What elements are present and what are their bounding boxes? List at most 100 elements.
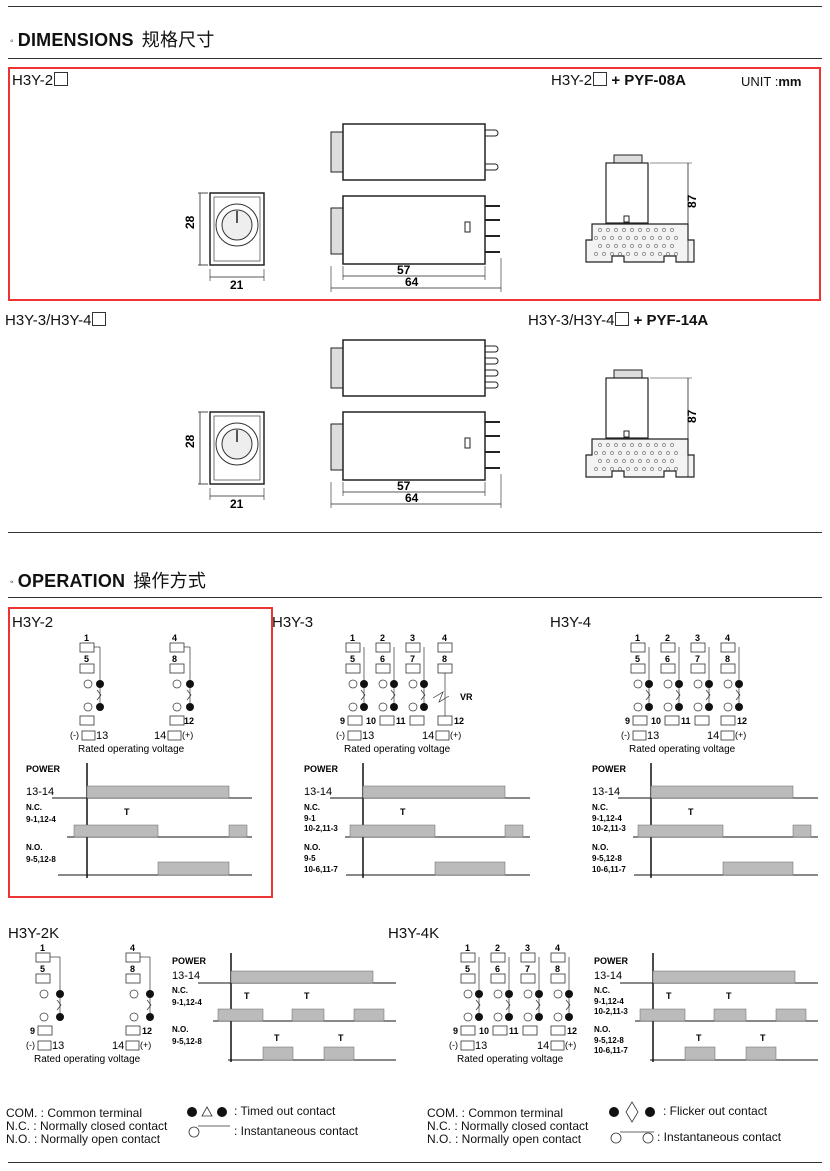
h3y2k-nc: N.C. bbox=[172, 986, 188, 995]
h3y2-nc: N.C. bbox=[26, 803, 42, 812]
dimensions-title: DIMENSIONS bbox=[17, 30, 134, 50]
side-view-drawing-top: 57 64 bbox=[330, 123, 502, 292]
front-view-drawing-top: 28 21 bbox=[183, 192, 265, 290]
svg-text:7: 7 bbox=[695, 654, 700, 664]
legend-instant: : Instantaneous contact bbox=[234, 1124, 359, 1138]
svg-text:8: 8 bbox=[555, 964, 560, 974]
h3y2-1314: 13-14 bbox=[26, 786, 54, 798]
legend-no-2: N.O. : Normally open contact bbox=[427, 1132, 582, 1146]
svg-text:12: 12 bbox=[454, 716, 464, 726]
h3y2k-no-terms: 9-5,12-8 bbox=[172, 1037, 202, 1046]
dim-width-label-2: 21 bbox=[230, 497, 244, 509]
top-rule bbox=[8, 6, 822, 7]
svg-text:1: 1 bbox=[40, 943, 45, 953]
timed-contact-icon bbox=[187, 1106, 230, 1138]
svg-text:12: 12 bbox=[142, 1026, 152, 1036]
dim-body-label: 57 bbox=[397, 263, 411, 277]
timing-chart-h3y3: POWER 13-14 N.C. 9-1 10-2,11-3 T N.O. 9-… bbox=[304, 763, 530, 878]
svg-text:1: 1 bbox=[84, 633, 89, 643]
svg-text:5: 5 bbox=[84, 654, 89, 664]
h3y2k-term13: 13 bbox=[52, 1040, 64, 1052]
legend-nc-2: N.C. : Normally closed contact bbox=[427, 1119, 589, 1133]
h3y3-no-terms-a: 9-5 bbox=[304, 854, 316, 863]
svg-text:7: 7 bbox=[410, 654, 415, 664]
svg-text:1: 1 bbox=[350, 633, 355, 643]
dim-height-label-2: 28 bbox=[183, 434, 197, 448]
h3y4k-nc-terms-b: 10-2,11-3 bbox=[594, 1007, 628, 1016]
svg-text:5: 5 bbox=[635, 654, 640, 664]
timing-chart-h3y2: POWER 13-14 N.C. 9-1,12-4 T N.O. 9-5,12-… bbox=[26, 763, 252, 878]
dim-total-label: 64 bbox=[405, 275, 419, 289]
legend-no: N.O. : Normally open contact bbox=[6, 1132, 161, 1146]
h3y2-rated-voltage: Rated operating voltage bbox=[78, 744, 185, 755]
op-model-h3y2k: H3Y-2K bbox=[8, 925, 60, 942]
h3y2-power: POWER bbox=[26, 764, 61, 774]
svg-text:11: 11 bbox=[396, 716, 406, 726]
h3y3-neg: (-) bbox=[336, 730, 345, 740]
svg-text:5: 5 bbox=[40, 964, 45, 974]
timing-chart-h3y2k: POWER 13-14 N.C. 9-1,12-4 T T N.O. 9-5,1… bbox=[172, 953, 396, 1062]
h3y4k-t-1: T bbox=[666, 991, 672, 1001]
h3y34-socket-label: H3Y-3/H3Y-4 + PYF-14A bbox=[528, 312, 709, 329]
dimensions-title-cn: 规格尺寸 bbox=[141, 30, 215, 50]
h3y3-nc-terms-a: 9-1 bbox=[304, 814, 316, 823]
bullet-icon-2: ◦ bbox=[10, 576, 14, 588]
svg-text:4: 4 bbox=[555, 943, 560, 953]
svg-text:8: 8 bbox=[172, 654, 177, 664]
h3y2k-t-1: T bbox=[244, 991, 250, 1001]
h3y2k-t-4: T bbox=[338, 1033, 344, 1043]
legend-terms-right: COM. : Common terminal N.C. : Normally c… bbox=[427, 1107, 588, 1146]
h3y3-t: T bbox=[400, 807, 406, 817]
svg-text:5: 5 bbox=[465, 964, 470, 974]
svg-text:8: 8 bbox=[130, 964, 135, 974]
h3y4k-no: N.O. bbox=[594, 1025, 610, 1034]
h3y4k-pos: (+) bbox=[565, 1040, 576, 1050]
h3y4k-t-3: T bbox=[696, 1033, 702, 1043]
front-view-drawing-bottom: 28 21 bbox=[183, 411, 265, 509]
dim-width-label: 21 bbox=[230, 278, 244, 290]
legend-nc: N.C. : Normally closed contact bbox=[6, 1119, 168, 1133]
h3y4k-1314: 13-14 bbox=[594, 970, 622, 982]
h3y4k-nc: N.C. bbox=[594, 986, 610, 995]
h3y2k-neg: (-) bbox=[26, 1040, 35, 1050]
svg-text:4: 4 bbox=[172, 633, 177, 643]
svg-text:3: 3 bbox=[525, 943, 530, 953]
svg-text:11: 11 bbox=[681, 716, 691, 726]
svg-text:7: 7 bbox=[525, 964, 530, 974]
svg-text:4: 4 bbox=[130, 943, 135, 953]
h3y2-operation-frame bbox=[8, 607, 273, 898]
svg-text:2: 2 bbox=[380, 633, 385, 643]
h3y2k-power: POWER bbox=[172, 956, 207, 966]
h3y2-t: T bbox=[124, 807, 130, 817]
h3y4-term13: 13 bbox=[647, 730, 659, 742]
svg-text:1: 1 bbox=[635, 633, 640, 643]
svg-text:9: 9 bbox=[453, 1026, 458, 1036]
svg-text:3: 3 bbox=[410, 633, 415, 643]
h3y3-power: POWER bbox=[304, 764, 339, 774]
h3y3-pos: (+) bbox=[450, 730, 461, 740]
h3y3-term14: 14 bbox=[422, 730, 434, 742]
legend-com-2: COM. : Common terminal bbox=[427, 1106, 564, 1120]
dim-socket-height-label: 87 bbox=[685, 194, 699, 208]
svg-text:9: 9 bbox=[30, 1026, 35, 1036]
h3y4-nc-terms-b: 10-2,11-3 bbox=[592, 824, 626, 833]
h3y4k-no-terms-a: 9-5,12-8 bbox=[594, 1036, 624, 1045]
svg-text:1: 1 bbox=[465, 943, 470, 953]
unit-label: UNIT :mm bbox=[741, 74, 802, 89]
h3y4-power: POWER bbox=[592, 764, 627, 774]
operation-rule bbox=[8, 597, 822, 598]
op-model-h3y2: H3Y-2 bbox=[12, 614, 54, 631]
timing-chart-h3y4k: POWER 13-14 N.C. 9-1,12-4 10-2,11-3 T T … bbox=[594, 953, 818, 1062]
legend-com: COM. : Common terminal bbox=[6, 1106, 143, 1120]
h3y3-nc-terms-b: 10-2,11-3 bbox=[304, 824, 338, 833]
h3y2-term14: 14 bbox=[154, 730, 166, 742]
socket-view-drawing-bottom: 87 bbox=[585, 369, 699, 478]
legend-terms-left: COM. : Common terminal N.C. : Normally c… bbox=[6, 1107, 167, 1146]
svg-text:2: 2 bbox=[495, 943, 500, 953]
h3y3-nc: N.C. bbox=[304, 803, 320, 812]
operation-top-rule bbox=[8, 532, 822, 533]
h3y4-pos: (+) bbox=[735, 730, 746, 740]
